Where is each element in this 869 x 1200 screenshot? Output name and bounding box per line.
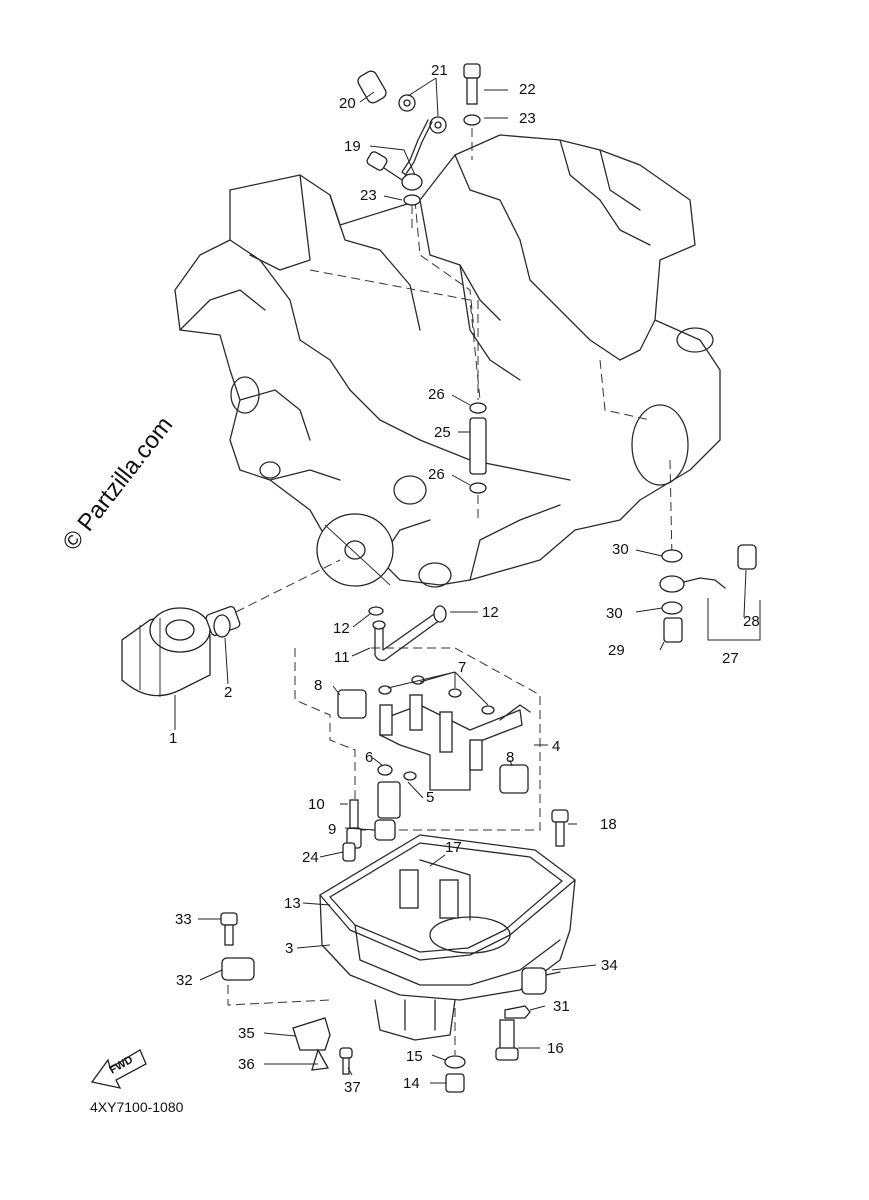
callout-27: 27 [722, 650, 739, 667]
callout-35: 35 [238, 1025, 255, 1042]
callout-10: 10 [308, 796, 325, 813]
lower-left-parts [220, 912, 353, 1075]
callout-16: 16 [547, 1040, 564, 1057]
callout-labels: 1 2 3 4 5 6 7 8 8 9 10 11 12 12 13 14 15… [169, 62, 760, 1096]
drain-and-sensor-parts [444, 967, 561, 1093]
oil-strainer-assembly [294, 605, 541, 849]
callout-23a: 23 [519, 110, 536, 127]
oil-pipe-with-orings [469, 300, 487, 520]
callout-19: 19 [344, 138, 361, 155]
callout-2: 2 [224, 684, 232, 701]
callout-4: 4 [552, 738, 560, 755]
oil-pan [319, 809, 576, 1041]
callout-3: 3 [285, 940, 293, 957]
callout-31: 31 [553, 998, 570, 1015]
forward-direction-arrow: FWD [90, 1049, 147, 1089]
callout-21: 21 [431, 62, 448, 79]
callout-33: 33 [175, 911, 192, 928]
callout-23b: 23 [360, 187, 377, 204]
callout-17: 17 [445, 839, 462, 856]
oil-level-switch-group [659, 459, 761, 643]
callout-7: 7 [458, 659, 466, 676]
callout-1: 1 [169, 730, 177, 747]
oil-delivery-pipe-group [357, 63, 481, 230]
callout-9: 9 [328, 821, 336, 838]
callout-34: 34 [601, 957, 618, 974]
engine-crankcase-outline [174, 134, 721, 588]
oil-filter-union-bolt [205, 606, 241, 638]
callout-leader-lines [174, 77, 747, 1084]
callout-29: 29 [608, 642, 625, 659]
callout-28: 28 [743, 613, 760, 630]
callout-20: 20 [339, 95, 356, 112]
callout-25: 25 [434, 424, 451, 441]
callout-36: 36 [238, 1056, 255, 1073]
oil-filter-mount [316, 513, 394, 587]
callout-24: 24 [302, 849, 319, 866]
partzilla-watermark: © Partzilla.com [57, 412, 178, 556]
callout-8a: 8 [314, 677, 322, 694]
callout-11: 11 [334, 649, 350, 666]
callout-22: 22 [519, 81, 536, 98]
callout-13: 13 [284, 895, 301, 912]
oil-filter [121, 607, 211, 697]
callout-26b: 26 [428, 466, 445, 483]
callout-8b: 8 [506, 749, 514, 766]
diagram-code: 4XY7100-1080 [90, 1099, 184, 1115]
callout-6: 6 [365, 749, 373, 766]
callout-30b: 30 [606, 605, 623, 622]
callout-18: 18 [600, 816, 617, 833]
callout-5: 5 [426, 789, 434, 806]
callout-12a: 12 [333, 620, 350, 637]
callout-14: 14 [403, 1075, 420, 1092]
callout-32: 32 [176, 972, 193, 989]
callout-30a: 30 [612, 541, 629, 558]
callout-12b: 12 [482, 604, 499, 621]
callout-15: 15 [406, 1048, 423, 1065]
callout-26a: 26 [428, 386, 445, 403]
callout-37: 37 [344, 1079, 361, 1096]
